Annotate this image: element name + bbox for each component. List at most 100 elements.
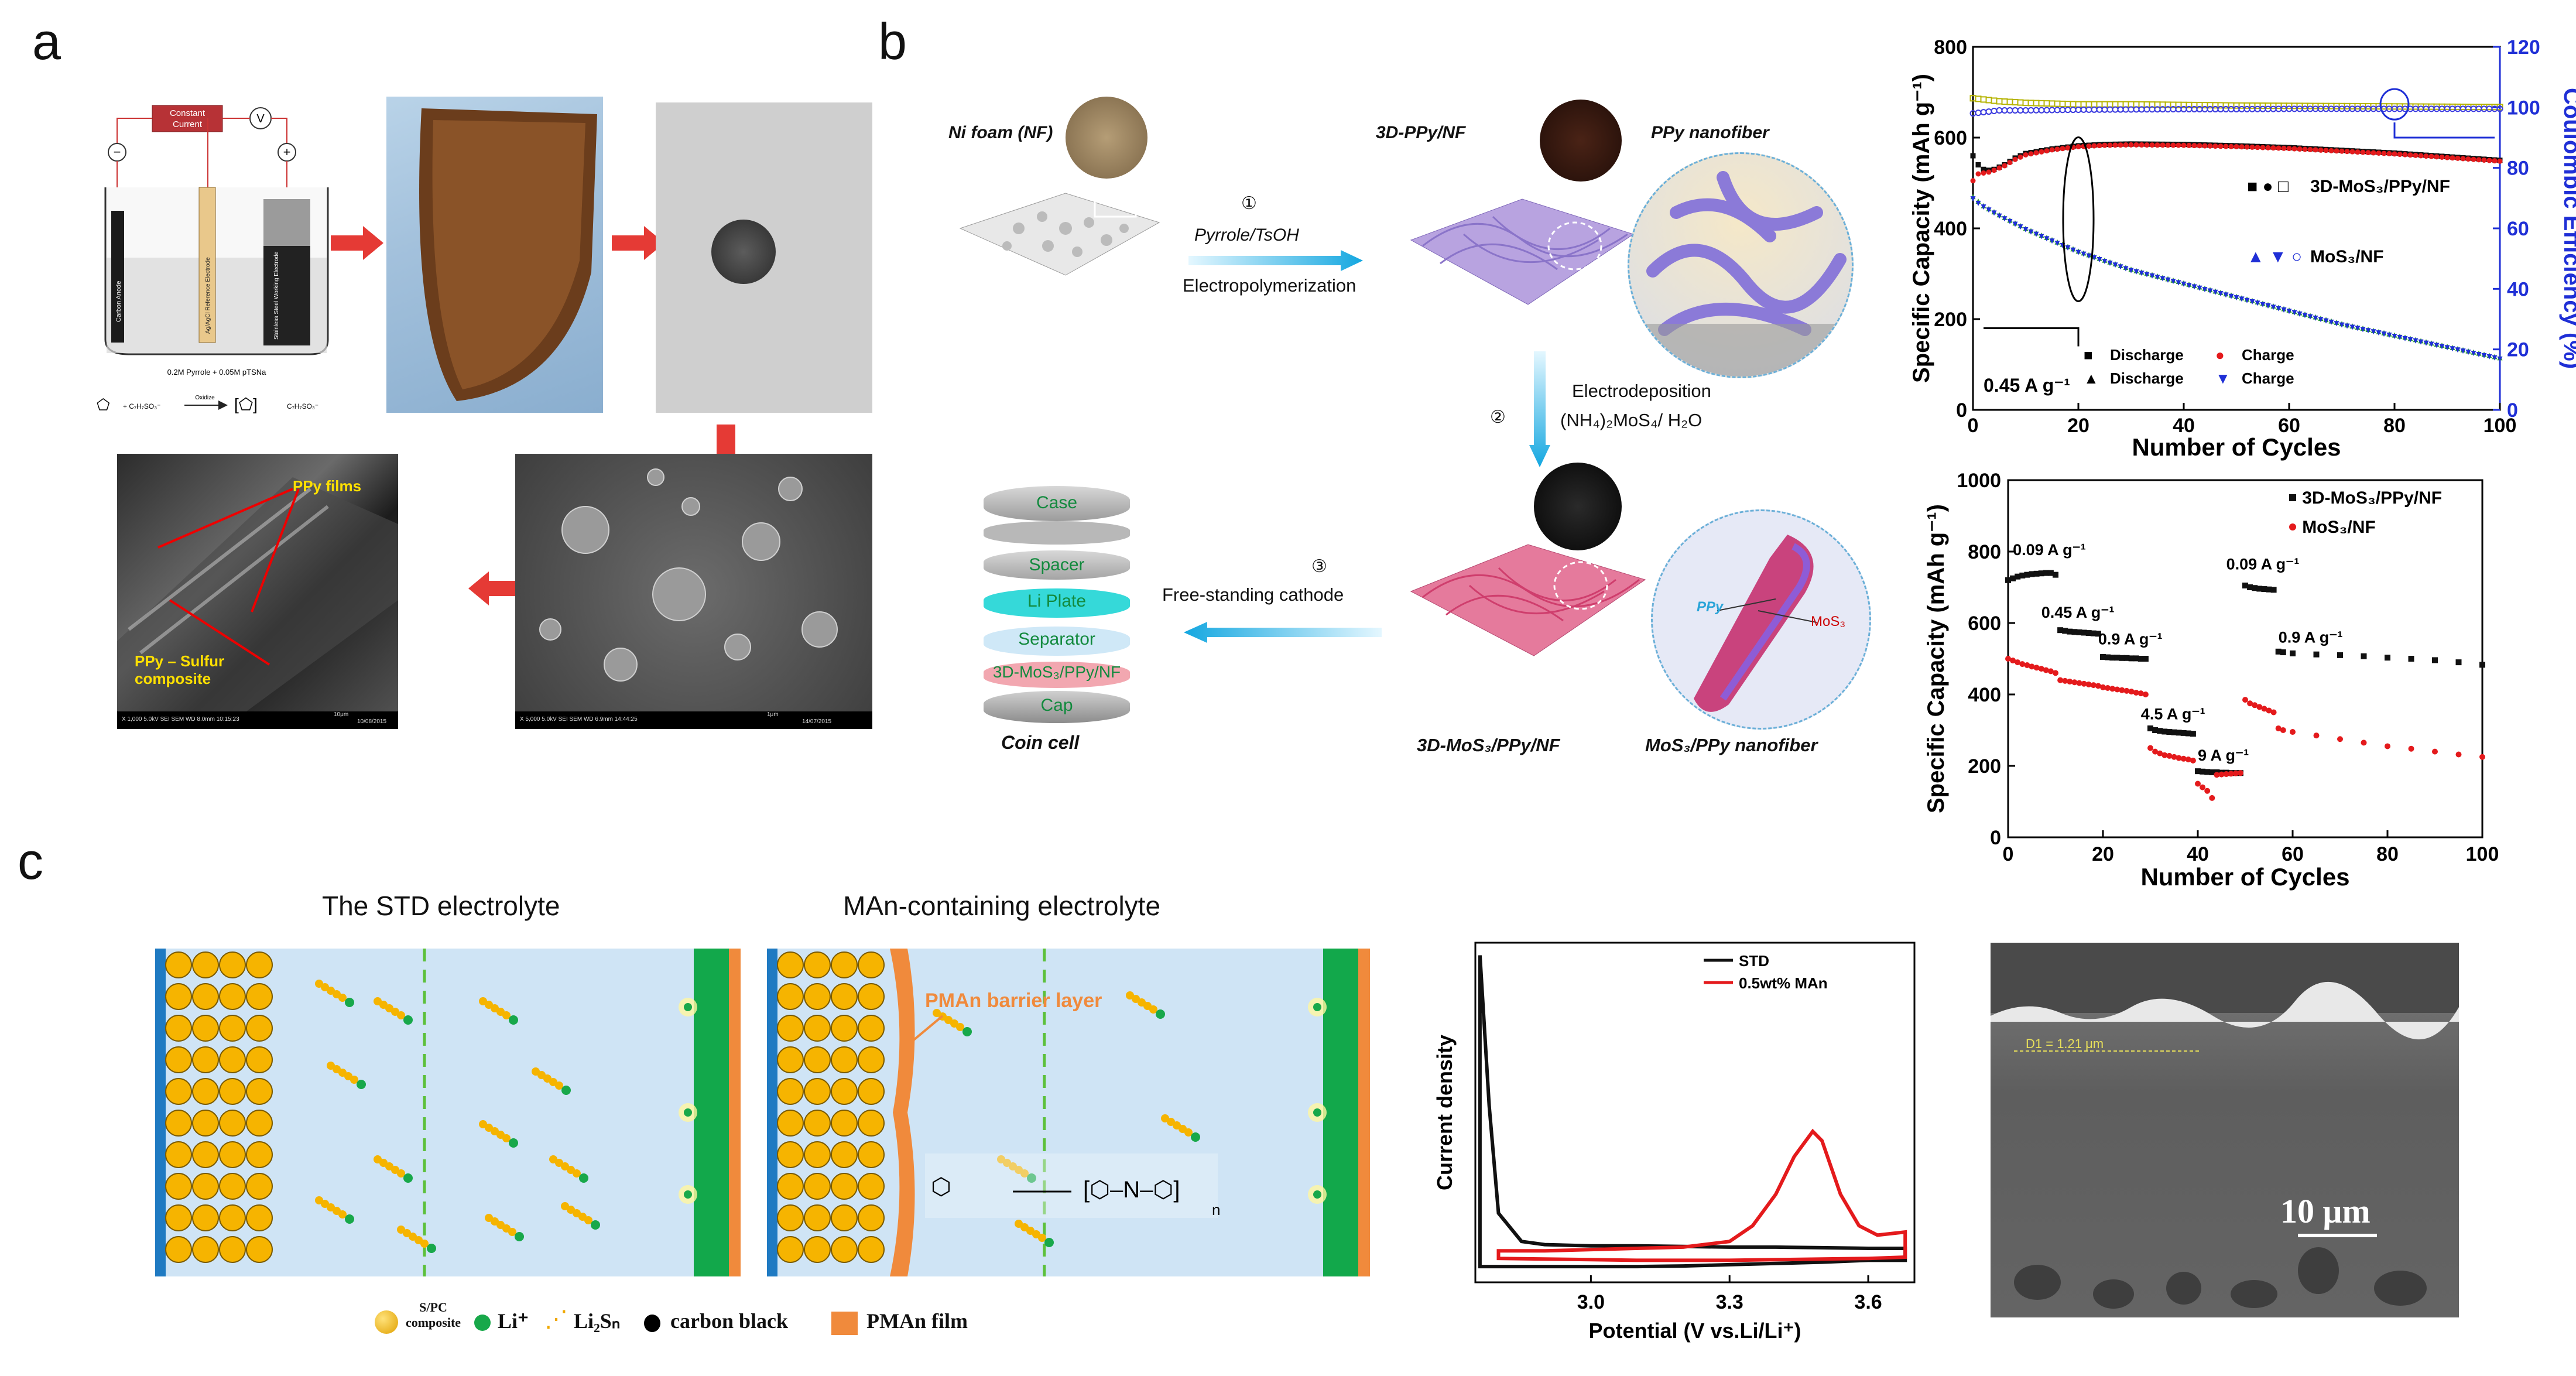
legend2-label: Discharge [2110,346,2184,364]
li-ion [579,1173,588,1183]
sp-particle [192,1015,219,1042]
label-ni-foam: Ni foam (NF) [948,123,1053,142]
data-point [2033,150,2039,156]
data-point [2085,630,2092,636]
x-tick-label: 3.3 [1716,1291,1743,1313]
data-point [2038,100,2045,107]
data-point [2349,324,2355,330]
data-point [2049,238,2055,244]
sem-measurement: D1 = 1.21 μm [2026,1036,2104,1051]
sulfur-atom [420,1240,429,1248]
li2sn-chain [374,1155,413,1183]
sp-particle [804,1173,831,1200]
sp-particle [219,983,246,1010]
y-tick-label: 600 [1968,612,2001,635]
pyrrole-structure: ⬠ [97,396,110,413]
legend2-label: Charge [2242,346,2294,364]
li2sn-chain [997,1155,1036,1183]
sp-particle [165,1141,192,1168]
data-point [2200,784,2206,790]
sp-particle [165,951,192,978]
y-tick-label: 800 [1968,541,2001,563]
data-point [2290,729,2296,735]
data-point [2276,145,2282,151]
sp-particle [165,1236,192,1263]
legend-label: 0.5wt% MAn [1739,974,1828,992]
sp-particle [219,1110,246,1137]
li-ion [509,1138,518,1148]
li-ion-icon [474,1315,491,1331]
data-point [2081,629,2087,636]
data-point [2070,247,2076,253]
label-coin-cell: Coin cell [1001,732,1080,753]
sp-particle [165,1204,192,1231]
data-point [2128,689,2135,695]
data-point [2432,657,2438,663]
data-point [2270,709,2277,716]
data-point [2223,143,2229,149]
li-deposit [1313,1190,1321,1199]
data-point [2260,145,2266,150]
data-point [2328,148,2334,153]
ppy-disc-photo [656,102,872,413]
data-point [2355,326,2361,331]
mos3-ppy-nanofiber-inset: PPy MoS₃ [1651,509,1871,730]
data-point [2286,146,2292,152]
data-point [2118,264,2123,270]
sp-particle [777,951,804,978]
data-point [2496,105,2503,112]
data-point [2481,352,2487,358]
data-point [2039,234,2044,239]
data-point [2027,107,2034,114]
sp-composite-icon [375,1310,398,1334]
data-point [2114,686,2121,693]
li-ion [591,1220,600,1230]
data-point [1985,108,1992,115]
sp-particle [246,1173,273,1200]
data-point [1981,166,1986,172]
data-point [2465,105,2472,112]
data-point [2007,160,2013,166]
data-point [2133,142,2139,148]
data-point [2144,272,2150,278]
legend2-label: Charge [2242,369,2294,387]
sp-particle [858,1173,885,1200]
li2sn-chain [374,997,413,1025]
li2sn-chain [485,1214,524,1241]
data-point [2139,142,2145,148]
data-point [2197,285,2202,291]
data-point [2318,317,2324,323]
data-point [2033,570,2040,577]
data-point [2012,99,2019,106]
data-point [2418,153,2424,159]
data-point [2038,570,2044,577]
data-point [2460,348,2466,354]
data-point [2161,752,2168,758]
data-point [2476,157,2482,163]
title-std-electrolyte: The STD electrolyte [322,891,560,921]
data-point [1991,108,1998,115]
data-point [2090,682,2097,689]
sem-label-composite: PPy – Sulfur composite [135,652,225,687]
data-point [2005,656,2011,662]
data-point [2122,106,2129,113]
li-ion [345,1214,354,1224]
data-point [2112,142,2118,148]
data-point [2204,769,2211,775]
data-point [2112,262,2118,268]
label-3d-ppy-nf: 3D-PPy/NF [1376,123,1466,142]
sp-particle [246,951,273,978]
data-point [2080,106,2087,113]
data-point [2202,287,2208,293]
rate-label: 0.09 A g⁻¹ [2013,541,2086,559]
data-point [2102,259,2108,265]
data-point [2002,216,2008,222]
svg-text:C₇H₇SO₃⁻: C₇H₇SO₃⁻ [287,402,318,410]
li2sn-chain [479,997,518,1025]
data-point [2154,275,2160,280]
data-point [2222,105,2229,112]
data-point [2107,261,2113,266]
data-point [2470,105,2477,112]
data-point [2119,687,2125,693]
